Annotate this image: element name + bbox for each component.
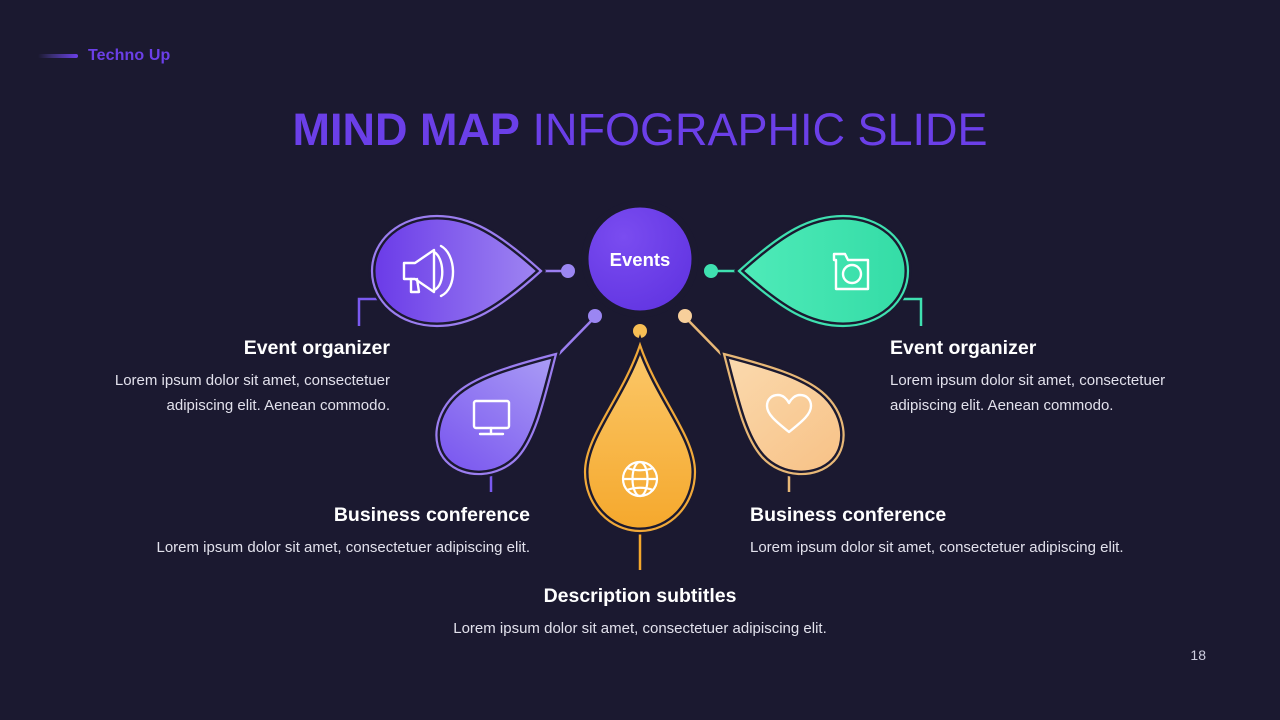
text-block-bottom-center-heading: Description subtitles	[543, 585, 737, 607]
node-camera[interactable]	[733, 212, 912, 330]
center-node-label: Events	[610, 249, 671, 270]
text-block-right-body: Lorem ipsum dolor sit amet, consectetuer…	[890, 372, 1166, 414]
connector-stem-heart	[684, 316, 725, 358]
node-globe[interactable]	[581, 334, 699, 535]
text-block-left-heading: Event organizer	[243, 337, 390, 359]
text-block-bottom-right-heading: Business conference	[750, 504, 947, 526]
megaphone-icon	[402, 244, 455, 298]
node-monitor[interactable]	[432, 349, 561, 478]
heart-icon	[765, 393, 813, 434]
connector-dot-camera	[704, 264, 718, 278]
text-block-right-heading: Event organizer	[890, 337, 1037, 359]
connector-dot-monitor	[588, 309, 602, 323]
connector-elbow-right	[858, 297, 923, 326]
page-title-light: INFOGRAPHIC SLIDE	[519, 104, 988, 155]
text-block-right: Event organizer Lorem ipsum dolor sit am…	[890, 336, 1190, 418]
globe-icon	[621, 460, 659, 498]
page-title-strong: MIND MAP	[292, 104, 520, 155]
text-block-left-body: Lorem ipsum dolor sit amet, consectetuer…	[114, 372, 390, 414]
text-block-bottom-left: Business conference Lorem ipsum dolor si…	[80, 503, 530, 560]
node-megaphone[interactable]	[368, 212, 547, 330]
text-block-bottom-center-body: Lorem ipsum dolor sit amet, consectetuer…	[453, 620, 827, 637]
monitor-icon	[472, 399, 511, 436]
connector-stem-monitor	[555, 316, 596, 358]
page-title: MIND MAP INFOGRAPHIC SLIDE	[0, 104, 1280, 156]
brand-dash-icon	[38, 54, 78, 58]
connector-elbow-left	[357, 297, 424, 326]
text-block-bottom-right-body: Lorem ipsum dolor sit amet, consectetuer…	[750, 539, 1124, 556]
brand-name: Techno Up	[88, 47, 171, 64]
brand-logo: Techno Up	[38, 47, 170, 65]
node-heart[interactable]	[719, 349, 848, 478]
page-number: 18	[1190, 647, 1206, 663]
text-block-bottom-left-heading: Business conference	[333, 504, 530, 526]
connector-dot-megaphone	[561, 264, 575, 278]
text-block-bottom-left-body: Lorem ipsum dolor sit amet, consectetuer…	[156, 539, 530, 556]
text-block-left: Event organizer Lorem ipsum dolor sit am…	[100, 336, 390, 418]
center-node[interactable]	[581, 200, 699, 318]
connector-dot-globe	[633, 324, 647, 338]
text-block-bottom-right: Business conference Lorem ipsum dolor si…	[750, 503, 1200, 560]
text-block-bottom-center: Description subtitles Lorem ipsum dolor …	[340, 584, 940, 641]
connector-dot-heart	[678, 309, 692, 323]
camera-icon	[832, 252, 870, 291]
